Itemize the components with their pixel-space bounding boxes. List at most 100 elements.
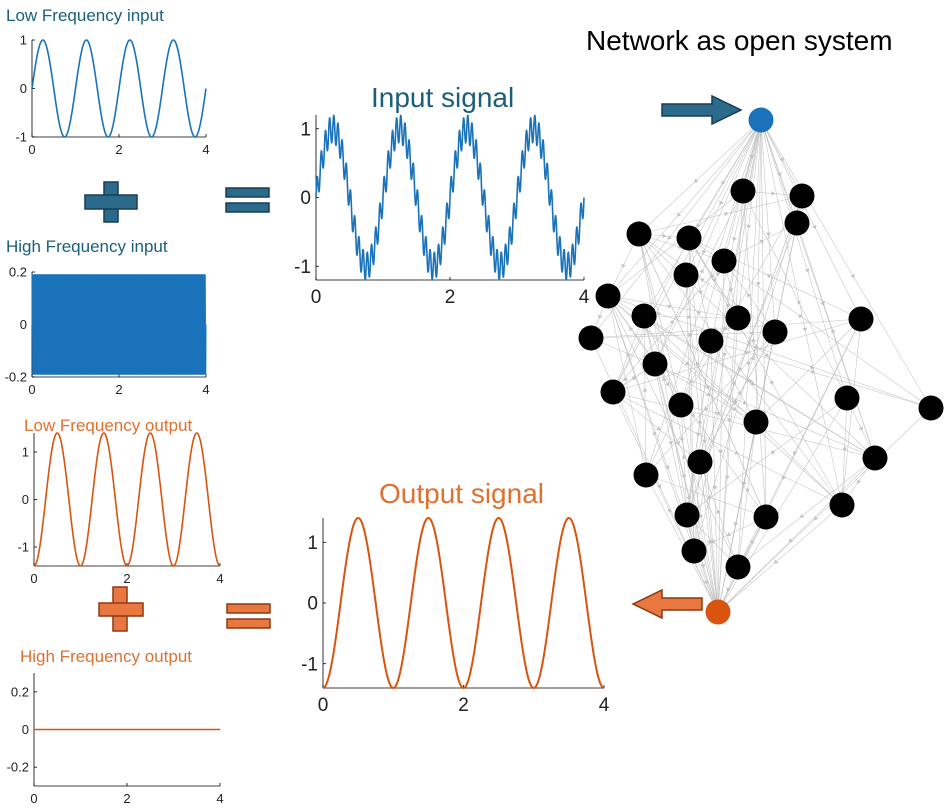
output-arrow [631,588,703,620]
network-edge-arrowhead [858,426,863,431]
network-edge [607,295,932,409]
network-edge-arrowhead [733,522,739,527]
network-edge-arrowhead [746,224,752,229]
network-edge-arrowhead [714,411,720,416]
network-edge [717,407,932,613]
network-edge-arrowhead [700,563,706,569]
network-edge-arrowhead [724,211,729,217]
network-edge [710,340,757,423]
network-edge [699,461,719,613]
network-node [626,221,652,247]
network-edge-arrowhead [623,376,629,381]
output-signal-title: Output signal [379,478,544,509]
network-edge-arrowhead [749,355,755,361]
network-edge-arrowhead [728,287,734,293]
network-edge [607,190,744,297]
network-edge-arrowhead [722,352,728,358]
network-edge [760,119,843,506]
x-tick-label: 4 [202,382,209,397]
network-edge [717,317,739,613]
network-edge [699,331,776,463]
network-edge-arrowhead [666,304,671,309]
x-tick-label: 2 [115,142,122,157]
network-edge-arrowhead [686,314,691,320]
y-tick-label: 0 [20,81,27,96]
y-tick-label: -1 [294,257,311,278]
network-node [600,379,626,405]
high-output-title: High Frequency output [20,647,192,666]
network-edge [686,340,712,516]
network-edge-arrowhead [697,419,703,424]
network-edge [654,190,744,365]
network-edge-arrowhead [770,450,775,455]
series-line [31,39,207,138]
network-edge-arrowhead [702,249,707,255]
x-tick-label: 0 [318,695,329,716]
x-tick-label: 4 [579,287,590,308]
network-edge [688,237,739,319]
network-edge-arrowhead [755,282,761,287]
network-edge [710,340,719,613]
network-edge [699,461,739,568]
network-node [848,306,874,332]
network-edge [760,119,803,197]
network-edge-arrowhead [642,387,648,392]
network-edge [638,233,695,552]
network-edge [710,340,932,409]
network-edge-arrowhead [771,191,776,196]
network-edge-arrowhead [792,450,798,456]
network-edge [760,119,862,320]
network-edge [685,119,762,276]
network-edge-arrowhead [746,292,752,298]
y-tick-label: 0 [300,188,311,209]
network-node [725,305,751,331]
y-tick-label: 0.2 [9,265,27,280]
network-edge-arrowhead [799,513,805,518]
y-tick-label: 0 [22,722,29,737]
network-edge [693,461,701,552]
network-edge [723,222,798,262]
network-edge-arrowhead [788,538,794,543]
y-tick-label: 1 [20,33,27,48]
network-edge [612,391,719,613]
x-tick-label: 2 [123,791,130,806]
equals-operator-orange [226,603,271,629]
network-edge [612,318,862,393]
network-edge [737,457,876,568]
network-edge-arrowhead [626,353,631,358]
network-edge [680,404,719,613]
network-edge-arrowhead [697,290,703,295]
network-node [789,183,815,209]
network-edge [723,260,776,333]
x-tick-label: 4 [202,142,209,157]
network-node [862,445,888,471]
network-edge-arrowhead [631,376,637,381]
network-edge-arrowhead [669,319,675,325]
network-edge-arrowhead [726,587,731,592]
network-edge [710,119,762,342]
network-edge [742,190,767,518]
network-edge-arrowhead [656,426,661,431]
network-edge [612,119,762,393]
network-edge [590,119,762,339]
network-node [631,303,657,329]
y-tick-label: 0 [20,317,27,332]
network-edge [590,337,876,459]
network-node [633,462,659,488]
network-edge [590,318,862,339]
network-edge [717,260,725,613]
x-tick-label: 0 [311,287,322,308]
network-edge-arrowhead [856,479,862,484]
network-edge-arrowhead [733,401,738,406]
input-node [748,107,774,133]
network-edge [742,190,848,399]
x-tick-label: 0 [28,382,35,397]
low-output-title: Low Frequency output [24,416,192,435]
network-edge [680,404,688,516]
network-edge-arrowhead [651,431,657,437]
network-edge-arrowhead [662,233,667,239]
network-edge-arrowhead [700,278,705,283]
plus-operator-blue [84,181,138,223]
